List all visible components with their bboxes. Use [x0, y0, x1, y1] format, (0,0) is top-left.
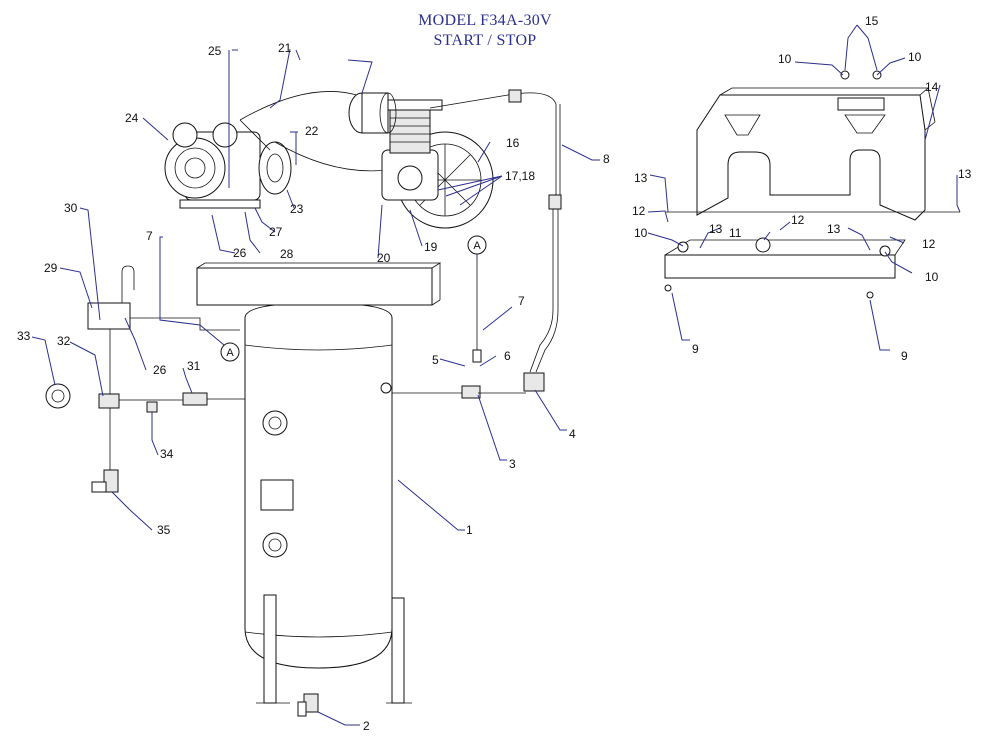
tank-platform [196, 262, 442, 306]
callout-10: 10 [778, 52, 792, 66]
reference-markers: AA [220, 235, 487, 362]
compressor-pump [348, 92, 494, 229]
callout-31: 31 [187, 359, 201, 373]
callout-28: 28 [280, 247, 294, 261]
callout-12: 12 [632, 204, 646, 218]
callout-14: 14 [925, 80, 939, 94]
callout-12: 12 [922, 237, 936, 251]
diagram-title: MODEL F34A-30V [418, 12, 552, 29]
callout-32: 32 [57, 334, 71, 348]
callout-15: 15 [865, 14, 879, 28]
callout-10: 10 [925, 270, 939, 284]
belt-guard [666, 87, 960, 221]
callout-10: 10 [908, 50, 922, 64]
callout-30: 30 [64, 201, 78, 215]
callout-12: 12 [791, 213, 805, 227]
callout-8: 8 [603, 152, 610, 166]
discharge-tube [429, 92, 561, 200]
callout-26: 26 [153, 363, 167, 377]
callout-13: 13 [958, 167, 972, 181]
callout-5: 5 [432, 353, 439, 367]
callout-2: 2 [363, 719, 370, 733]
callout-27: 27 [269, 225, 283, 239]
callout-6: 6 [504, 349, 511, 363]
callout-9: 9 [901, 349, 908, 363]
callout-3: 3 [509, 457, 516, 471]
callout-24: 24 [125, 111, 139, 125]
gauge-manifold [45, 383, 246, 493]
callout-33: 33 [17, 329, 31, 343]
callout-13: 13 [634, 171, 648, 185]
callout-21: 21 [278, 41, 292, 55]
callout-25: 25 [208, 44, 222, 58]
callout-22: 22 [305, 124, 319, 138]
callout-4: 4 [569, 427, 576, 441]
callout-9: 9 [692, 342, 699, 356]
callout-34: 34 [160, 447, 174, 461]
reference-marker-a: A [467, 235, 487, 255]
air-tank [244, 302, 412, 717]
callout-35: 35 [157, 523, 171, 537]
reference-marker-a: A [220, 342, 240, 362]
leader-lines [31, 24, 961, 726]
callout-10: 10 [634, 226, 648, 240]
callout-7: 7 [518, 294, 525, 308]
callout-16: 16 [506, 136, 520, 150]
callout-11: 11 [729, 226, 742, 240]
callout-1: 1 [466, 523, 473, 537]
callout-7: 7 [146, 229, 153, 243]
diagram-subtitle: START / STOP [433, 32, 537, 49]
callout-23: 23 [290, 202, 304, 216]
guard-bracket [664, 70, 906, 299]
callout-13: 13 [709, 222, 723, 236]
callout-19: 19 [424, 240, 438, 254]
svg-text:A: A [226, 347, 234, 359]
callout-20: 20 [377, 251, 391, 265]
electric-motor [164, 122, 292, 209]
callout-17-18: 17,18 [505, 169, 535, 183]
callout-13: 13 [827, 222, 841, 236]
callout-26: 26 [233, 246, 247, 260]
callout-29: 29 [44, 261, 58, 275]
svg-text:A: A [473, 240, 481, 252]
pressure-switch [87, 265, 240, 395]
